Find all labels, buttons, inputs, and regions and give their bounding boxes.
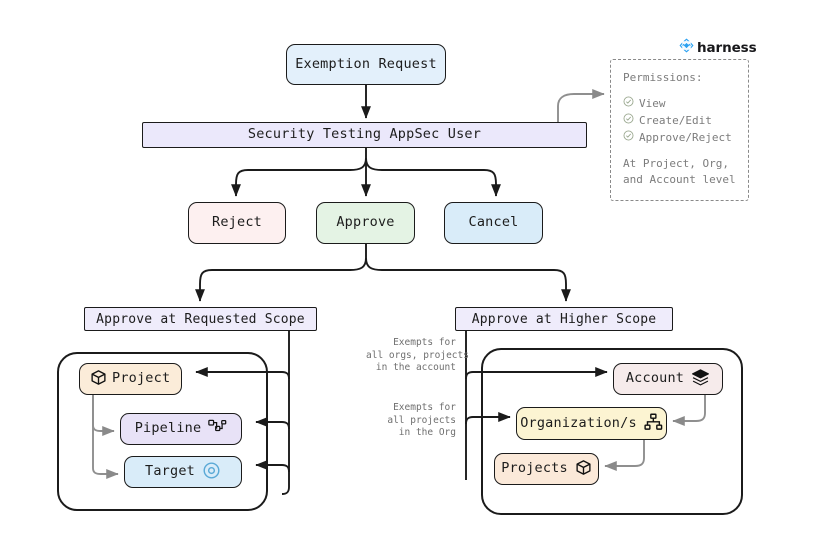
node-label: Projects — [501, 460, 568, 477]
node-label: Project — [112, 370, 171, 387]
node-label: Target — [145, 463, 195, 480]
node-label: Security Testing AppSec User — [247, 126, 482, 143]
node-label: Cancel — [468, 214, 519, 231]
permissions-note: At Project, Org, and Account level — [623, 156, 736, 186]
org-chart-icon — [644, 413, 663, 435]
harness-logo: harness — [679, 38, 757, 57]
node-label: Account — [625, 370, 685, 387]
node-exemption-request[interactable]: Exemption Request — [286, 44, 446, 85]
cube-icon — [90, 369, 107, 390]
edge-label-account-exempts: Exempts for all orgs, projects in the ac… — [366, 337, 469, 374]
node-organizations[interactable]: Organization/s — [516, 407, 667, 440]
permissions-panel: Permissions: View Create/Edit — [610, 59, 749, 201]
permission-item-create-edit: Create/Edit — [623, 113, 738, 129]
check-circle-icon — [623, 130, 634, 146]
edge-label-org-exempts: Exempts for all projects in the Org — [387, 402, 456, 439]
layers-icon — [691, 368, 710, 391]
node-label: Approve at Requested Scope — [96, 311, 305, 327]
node-label: Reject — [212, 214, 262, 231]
requested-scope-container — [57, 352, 268, 511]
node-label: Approve at Higher Scope — [471, 311, 657, 327]
permission-label: Create/Edit — [639, 113, 712, 127]
node-label: Organization/s — [520, 414, 637, 431]
node-label: Approve — [336, 214, 395, 231]
permission-label: View — [639, 96, 666, 110]
higher-scope-container — [481, 348, 743, 515]
node-appsec-user[interactable]: Security Testing AppSec User — [142, 122, 587, 148]
harness-diamond-icon — [679, 38, 694, 57]
node-cancel[interactable]: Cancel — [444, 202, 543, 244]
node-projects[interactable]: Projects — [494, 453, 599, 485]
harness-wordmark: harness — [697, 39, 757, 56]
permission-item-approve-reject: Approve/Reject — [623, 130, 738, 146]
node-label: Pipeline — [134, 420, 202, 437]
permissions-title: Permissions: — [623, 71, 703, 84]
node-project[interactable]: Project — [79, 363, 182, 395]
check-circle-icon — [623, 96, 634, 112]
permission-label: Approve/Reject — [639, 130, 732, 144]
node-account[interactable]: Account — [613, 363, 723, 395]
node-pipeline[interactable]: Pipeline — [120, 413, 242, 445]
permission-item-view: View — [623, 96, 738, 112]
node-approve-requested-scope[interactable]: Approve at Requested Scope — [84, 307, 317, 331]
node-reject[interactable]: Reject — [188, 202, 286, 244]
check-circle-icon — [623, 113, 634, 129]
cube-icon — [575, 459, 592, 480]
target-icon — [202, 461, 221, 484]
node-target[interactable]: Target — [124, 456, 242, 488]
pipeline-icon — [208, 419, 227, 440]
node-approve-higher-scope[interactable]: Approve at Higher Scope — [455, 307, 673, 331]
node-label: Exemption Request — [295, 55, 437, 72]
node-approve[interactable]: Approve — [316, 202, 415, 244]
